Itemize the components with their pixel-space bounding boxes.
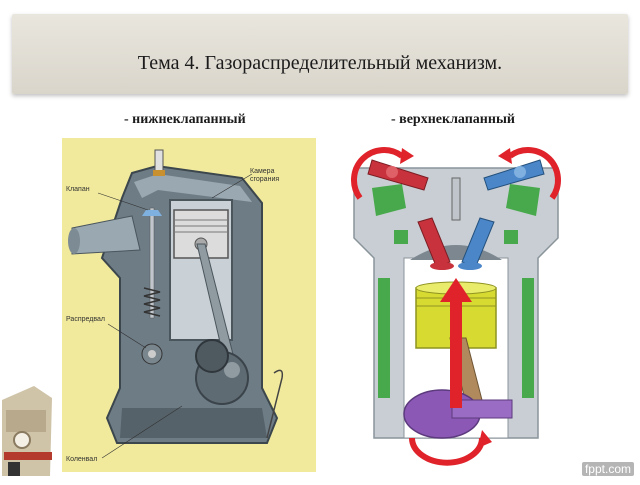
title-bar: Тема 4. Газораспределительный механизм. (12, 14, 628, 94)
valve-label: Клапан (66, 186, 90, 193)
combustion-chamber-label: Камера сгорания (250, 168, 280, 183)
camshaft-label: Распредвал (66, 316, 105, 323)
subtitle-overhead-valve: - верхнеклапанный (391, 112, 515, 127)
side-valve-engine-diagram: Клапан Распредвал Коленвал Камера сгоран… (62, 138, 316, 472)
overhead-valve-engine-diagram (332, 138, 580, 472)
slide-title: Тема 4. Газораспределительный механизм. (137, 52, 503, 74)
watermark: fppt.com (581, 462, 634, 476)
subtitle-side-valve: - нижнеклапанный (124, 112, 246, 127)
crankshaft-label: Коленвал (66, 456, 98, 463)
decorative-car-image (0, 380, 60, 480)
